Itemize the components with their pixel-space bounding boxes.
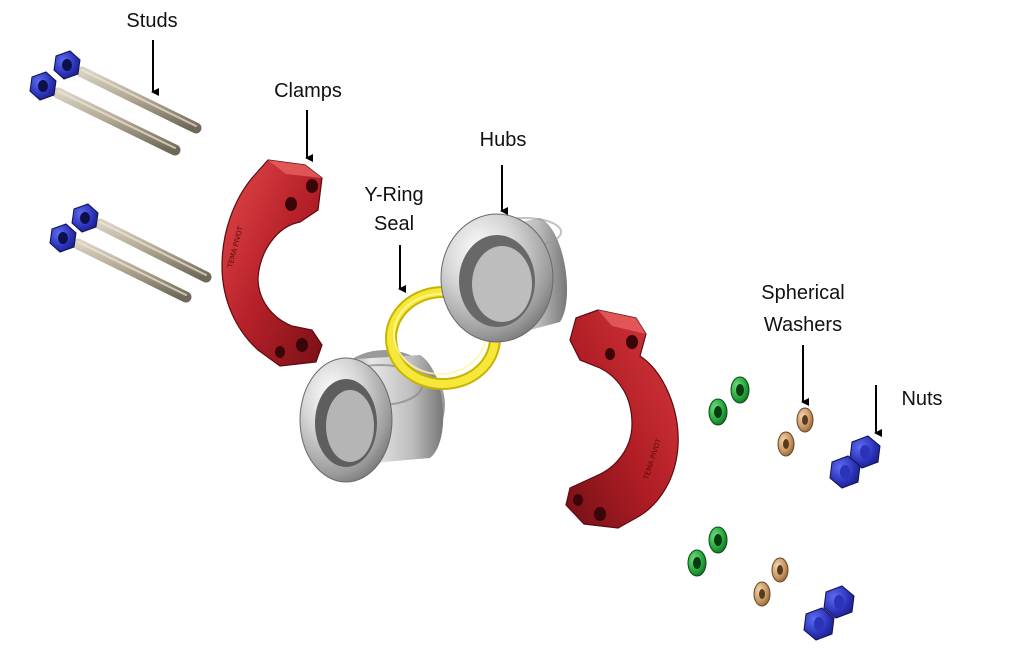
washer-bronze-lower <box>753 557 789 607</box>
label-clamps: Clamps <box>274 80 342 102</box>
clamp-right: TEMA PIVOT <box>565 309 679 529</box>
stud-nut-top-1 <box>53 50 81 80</box>
washer-bronze-upper <box>777 407 814 457</box>
stud-lower-2 <box>72 238 192 303</box>
hub-right <box>440 213 568 343</box>
label-nuts: Nuts <box>901 388 943 410</box>
stud-top-1 <box>76 66 202 134</box>
washer-green-upper <box>708 376 750 426</box>
stud-nut-lower-2 <box>49 223 77 253</box>
label-spherical-washers-line2: Washers <box>763 314 843 336</box>
clamp-left: TEMA PIVOT <box>221 159 323 367</box>
nut-upper-2 <box>829 455 861 489</box>
hub-left <box>299 350 445 483</box>
label-y-ring-seal-line2: Seal <box>373 213 415 235</box>
label-y-ring-seal-line1: Y-Ring <box>364 184 424 206</box>
stud-nut-top-2 <box>29 71 57 101</box>
label-studs: Studs <box>126 10 178 32</box>
nut-lower-2 <box>803 607 835 641</box>
nut-lower-1 <box>823 585 855 619</box>
washer-green-lower <box>687 526 728 577</box>
stud-top-2 <box>52 87 181 156</box>
stud-nut-lower-1 <box>71 203 99 233</box>
label-hubs: Hubs <box>479 129 527 151</box>
label-spherical-washers-line1: Spherical <box>761 282 845 304</box>
stud-lower-1 <box>94 218 212 283</box>
